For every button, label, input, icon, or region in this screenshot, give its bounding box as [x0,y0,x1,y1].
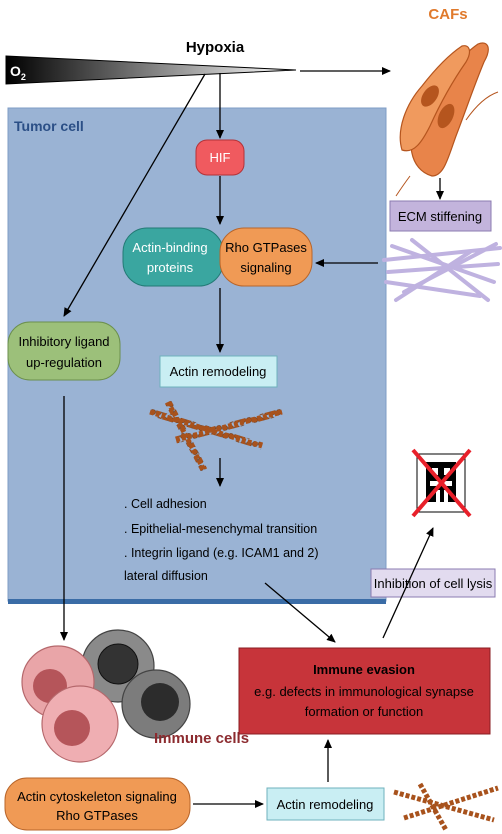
inhibitory-ligand-box [7,321,121,381]
cafs-illustration [395,42,499,197]
immune-evasion-line2: formation or function [305,704,424,719]
inhibitory-ligand-line1: Inhibitory ligand [18,334,109,349]
hypoxia-label: Hypoxia [186,39,245,56]
hif-label: HIF [210,150,231,165]
actin-filaments-tumor [148,400,283,472]
actin-remodeling-box [159,355,278,388]
rho-gtpases-line1: Rho GTPases [225,240,307,255]
outcome-integrin: . Integrin ligand (e.g. ICAM1 and 2) [124,546,319,560]
outcome-emt: . Epithelial-mesenchymal transition [124,522,317,536]
outcome-cell-adhesion: . Cell adhesion [124,497,207,511]
rho-gtpases-line2: signaling [240,260,291,275]
actin-cytoskeleton-box [4,777,191,831]
immune-cells-label: Immune cells [154,730,249,747]
o2-gradient [5,55,297,85]
immune-evasion-line1: e.g. defects in immunological synapse [254,684,474,699]
arrow-to-immune-evasion [264,582,336,643]
immune-cells-illustration [21,629,191,763]
ecm-fibers [382,238,502,302]
actin-binding-line1: Actin-binding [132,240,207,255]
rho-gtpases-box [219,227,313,287]
immune-evasion-box [238,647,491,735]
cafs-label: CAFs [428,6,467,23]
arrow-evasion-to-lysis [382,527,434,639]
o2-label: O2 [10,63,26,82]
outcome-lateral-diffusion: lateral diffusion [124,569,208,583]
tumor-cell-title: Tumor cell [14,118,84,134]
inhibition-lysis-label: Inhibition of cell lysis [374,576,493,591]
actin-remodeling-bottom-box [266,787,385,821]
ecm-stiffening-label: ECM stiffening [398,209,482,224]
tumor-membrane [8,599,386,604]
actin-filaments-bottom [393,782,499,832]
actin-cytoskeleton-line1: Actin cytoskeleton signaling [17,789,177,804]
actin-remodeling-bottom-label: Actin remodeling [277,797,374,812]
actin-remodeling-label: Actin remodeling [170,364,267,379]
arrow-to-inhibitory [63,73,206,317]
inhibition-lysis-box [370,568,496,598]
immune-evasion-title: Immune evasion [313,662,415,677]
inhibitory-ligand-line2: up-regulation [26,355,102,370]
actin-binding-line2: proteins [147,260,194,275]
hif-box [195,139,245,176]
actin-cytoskeleton-line2: Rho GTPases [56,808,138,823]
ecm-stiffening-box [389,200,492,232]
cell-lysis-crossed-icon [411,448,472,518]
actin-binding-box [122,227,224,287]
